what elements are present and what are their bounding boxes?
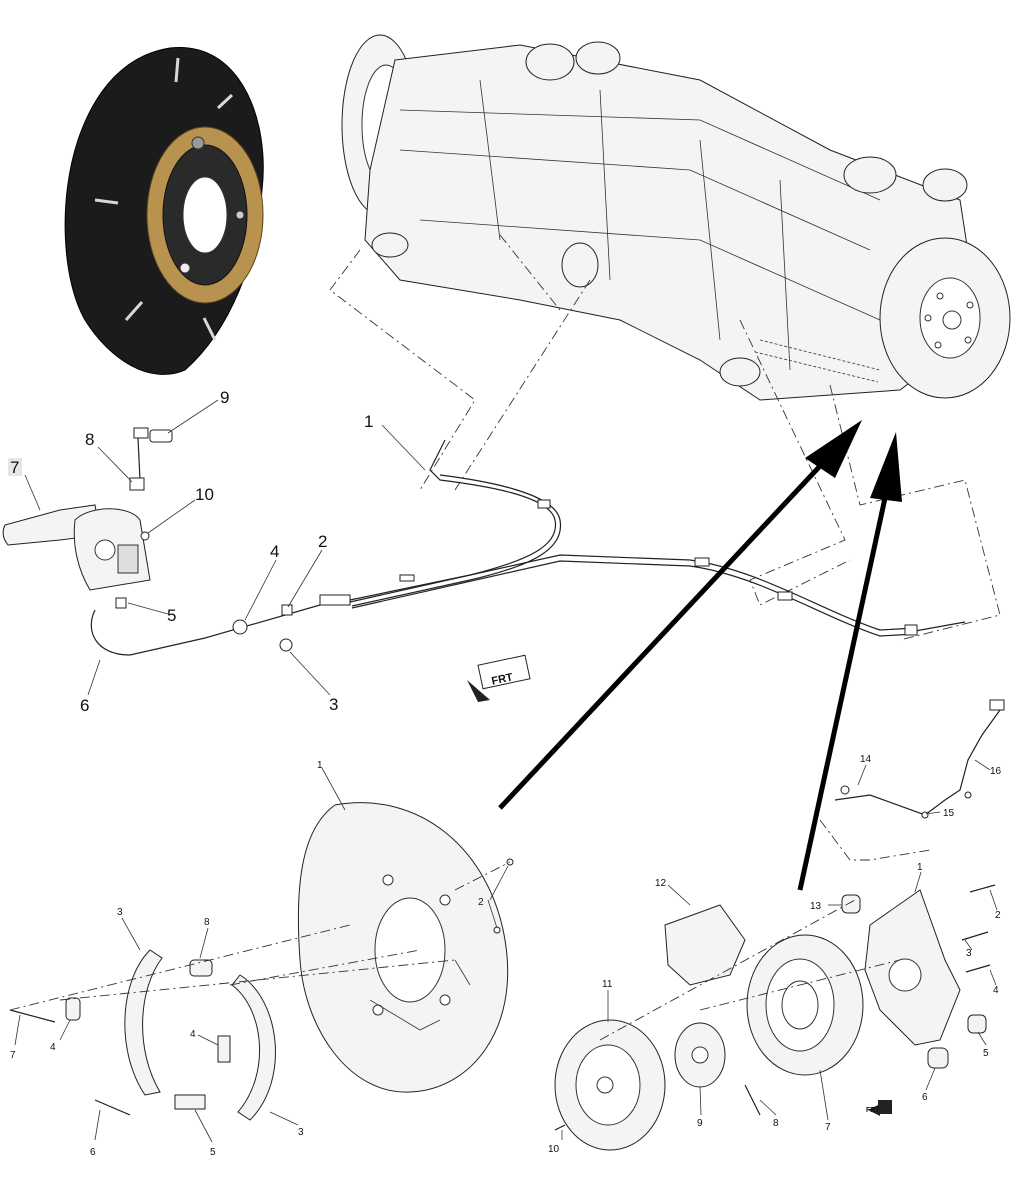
hub-detail: 1 2 3 4 5 6 7 8 9 10 11 12 13 14 15 16 F… [548, 699, 1005, 1155]
hub-callout-9: 9 [697, 1118, 703, 1129]
shoe-callout-3a: 3 [117, 907, 123, 918]
shoe-callout-2: 2 [478, 897, 484, 908]
overview-leader-lines [329, 234, 1001, 641]
hub-callout-7: 7 [825, 1122, 831, 1133]
callout-3: 3 [329, 695, 338, 714]
callout-4: 4 [270, 542, 279, 561]
callout-6: 6 [80, 696, 89, 715]
callout-7: 7 [10, 458, 19, 477]
shoe-callout-7: 7 [10, 1050, 16, 1061]
shoe-callout-3b: 3 [298, 1127, 304, 1138]
front-indicator-text: FRT [491, 671, 515, 687]
shoe-callout-4b: 4 [190, 1029, 196, 1040]
shoe-callout-4a: 4 [50, 1042, 56, 1053]
hub-callout-2: 2 [995, 910, 1001, 921]
callout-1: 1 [364, 412, 373, 431]
hub-callout-6: 6 [922, 1092, 928, 1103]
hub-callout-4: 4 [993, 985, 999, 996]
shoe-detail: 1 2 3 3 4 4 5 6 7 8 [9, 760, 514, 1158]
hub-callout-15: 15 [943, 808, 955, 819]
lever-hardware [115, 427, 293, 652]
hub-callout-1: 1 [917, 862, 923, 873]
hub-callout-8: 8 [773, 1118, 779, 1129]
backing-plate-photo [64, 47, 264, 375]
hub-callout-3: 3 [966, 948, 972, 959]
shoe-callout-8: 8 [204, 917, 210, 928]
hub-callout-12: 12 [655, 878, 667, 889]
hub-callout-14: 14 [860, 754, 872, 765]
parking-brake-cables [90, 439, 966, 656]
parking-brake-lever [2, 504, 151, 591]
rear-cradle-assembly [341, 34, 1011, 401]
front-indicator-hub: FRT [866, 1100, 892, 1116]
callout-8: 8 [85, 430, 94, 449]
hub-callout-10: 10 [548, 1144, 560, 1155]
hub-callout-16: 16 [990, 766, 1002, 777]
front-indicator-overview: FRT [467, 654, 531, 702]
overview-callout-leaders [24, 399, 426, 696]
hub-callout-11: 11 [602, 979, 613, 990]
shoe-callout-5: 5 [210, 1147, 216, 1158]
callout-2: 2 [318, 532, 327, 551]
callout-9: 9 [220, 388, 229, 407]
pointer-arrows [498, 420, 902, 891]
hub-callout-13: 13 [810, 901, 822, 912]
shoe-callout-1: 1 [317, 760, 323, 771]
overview-callouts: 1 2 3 4 5 6 7 8 9 10 [8, 388, 373, 715]
callout-10: 10 [195, 485, 214, 504]
front-indicator-hub-text: FRT [866, 1107, 880, 1114]
callout-5: 5 [167, 606, 176, 625]
shoe-callout-6: 6 [90, 1147, 96, 1158]
hub-callout-5: 5 [983, 1048, 989, 1059]
